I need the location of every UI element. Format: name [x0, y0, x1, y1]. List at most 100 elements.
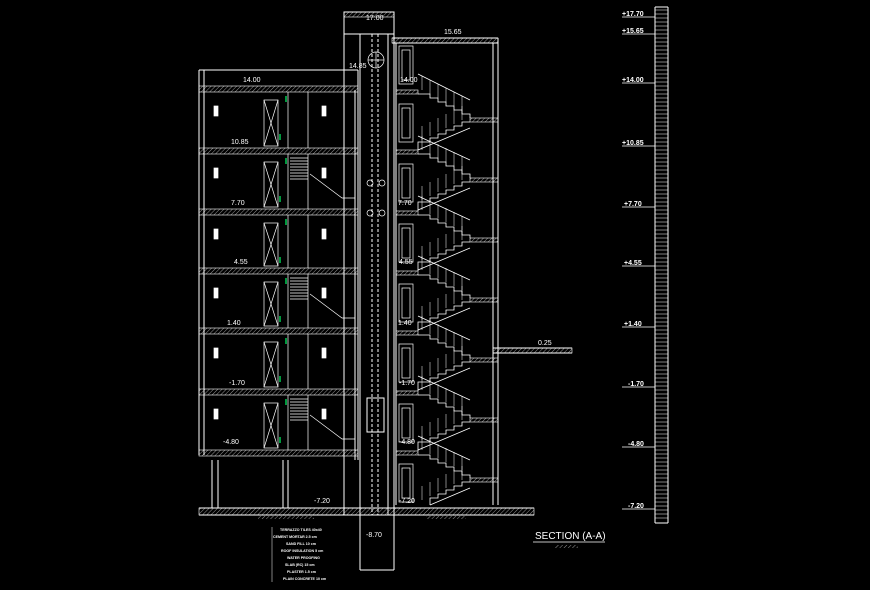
window-mark: [213, 347, 219, 359]
stair-door-panel: [401, 107, 411, 139]
scale-label-6: +1.40: [624, 321, 642, 328]
spec-note-3: ROOF INSULATION 5 cm: [281, 549, 323, 553]
stair-profile: [309, 293, 355, 319]
scale-label-5: +4.55: [624, 260, 642, 267]
level-floor3: 4.55: [234, 259, 248, 266]
scale-label-7: -1.70: [628, 381, 644, 388]
stair-door-panel: [401, 227, 411, 259]
scale-label-2: +14.00: [622, 77, 644, 84]
stair-balusters: [421, 76, 463, 500]
door-swing: [263, 341, 279, 388]
scale-label-1: +15.65: [622, 28, 644, 35]
title-scale-bar: [555, 545, 578, 548]
level-stair-roof: 14.00: [400, 77, 418, 84]
spec-note-6: PLASTER 1.5 cm: [287, 570, 316, 574]
spec-note-0: TERRAZZO TILES 40x40: [280, 528, 322, 532]
stair-door-panel: [401, 167, 411, 199]
stair-flights: [417, 73, 471, 506]
door-frame: [263, 281, 279, 327]
glass-marks: [279, 96, 287, 443]
stair-door: [398, 403, 414, 443]
level-floor1-stair: -1.70: [399, 380, 415, 387]
scale-label-3: +10.85: [622, 140, 644, 147]
spec-notes-header-bar: [258, 516, 314, 519]
window-mark: [213, 228, 219, 240]
window-mark: [213, 167, 219, 179]
stair-door-panel: [401, 347, 411, 379]
elevation-scale-ticks: [655, 9, 668, 519]
level-pit: -8.70: [366, 532, 382, 539]
level-floor3-stair: 4.55: [399, 259, 413, 266]
door-frame: [263, 99, 279, 147]
window-mark: [213, 287, 219, 299]
stair-door: [398, 103, 414, 143]
window-mark: [321, 287, 327, 299]
level-stair-top: 15.65: [444, 29, 462, 36]
level-floor1: -1.70: [229, 380, 245, 387]
window-mark: [213, 105, 219, 117]
elevation-scale-markers: [622, 16, 655, 510]
level-basement-stair: -7.20: [399, 498, 415, 505]
window-mark: [321, 228, 327, 240]
level-labels: 17.00 15.65 14.85 14.00 14.00 10.85 7.70…: [223, 15, 552, 539]
level-roof: 14.00: [243, 77, 261, 84]
level-floor0-stair: -4.80: [399, 439, 415, 446]
window-mark: [213, 408, 219, 420]
window-mark: [321, 408, 327, 420]
level-lift-mid: 14.85: [349, 63, 367, 70]
spec-note-4: WATER PROOFING: [287, 556, 320, 560]
stair-door: [398, 45, 414, 85]
level-floor4-stair: 7.70: [398, 200, 412, 207]
level-ground: 0.25: [538, 340, 552, 347]
stair-door-panel: [401, 287, 411, 319]
scale-label-8: -4.80: [628, 441, 644, 448]
stair-door: [398, 343, 414, 383]
stair-door: [398, 223, 414, 263]
stair-doors: [398, 45, 414, 503]
door-frame: [263, 402, 279, 449]
spec-notes: TERRAZZO TILES 40x40 CEMENT MORTAR 2.5 c…: [258, 516, 466, 582]
spec-note-1: CEMENT MORTAR 2.5 cm: [273, 535, 317, 539]
stair-door-panel: [401, 49, 411, 81]
level-floor4: 7.70: [231, 200, 245, 207]
level-floor2-stair: 1.40: [398, 320, 412, 327]
level-floor5: 10.85: [231, 139, 249, 146]
door-swing: [263, 161, 279, 208]
door-frame: [263, 222, 279, 267]
stair-door-panel: [401, 467, 411, 499]
spec-note-5: SLAB (RC) 15 cm: [285, 563, 315, 567]
stair-landings: [395, 89, 499, 483]
scale-label-4: +7.70: [624, 201, 642, 208]
scale-label-9: -7.20: [628, 503, 644, 510]
stair-door-panel: [401, 407, 411, 439]
stair-door: [398, 163, 414, 203]
window-mark: [321, 167, 327, 179]
door-swing: [263, 402, 279, 449]
inner-stairs: [290, 157, 355, 440]
window-mark: [321, 105, 327, 117]
spec-note-7: PLAIN CONCRETE 10 cm: [283, 577, 326, 581]
hatched-slabs: [198, 11, 573, 516]
spec-note-2: SAND FILL 10 cm: [286, 542, 316, 546]
stair-door: [398, 283, 414, 323]
drawing-title: SECTION (A-A): [535, 531, 606, 542]
interior-doors: [213, 92, 327, 450]
window-mark: [321, 347, 327, 359]
stair-door: [398, 463, 414, 503]
elevation-scale-labels: +17.70 +15.65 +14.00 +10.85 +7.70 +4.55 …: [622, 11, 644, 510]
stair-profile: [309, 173, 355, 199]
stair-profile: [309, 414, 355, 440]
door-swing: [263, 99, 279, 147]
level-floor2: 1.40: [227, 320, 241, 327]
door-swing: [263, 281, 279, 327]
door-frame: [263, 341, 279, 388]
lift-machine: [366, 51, 386, 217]
level-lift-top: 17.00: [366, 15, 384, 22]
door-swing: [263, 222, 279, 267]
stair-notes-bar: [426, 516, 466, 519]
level-floor0: -4.80: [223, 439, 239, 446]
scale-label-0: +17.70: [622, 11, 644, 18]
drawing-title-block: SECTION (A-A): [533, 531, 606, 548]
door-frame: [263, 161, 279, 208]
